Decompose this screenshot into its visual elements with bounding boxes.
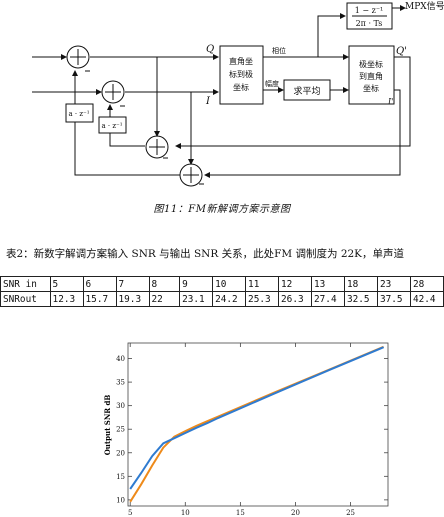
cell-out: 22	[148, 291, 181, 307]
plot-frame	[127, 342, 389, 507]
averaging-text: 求平均	[293, 85, 320, 97]
x-tick-label: 5	[128, 509, 132, 517]
cell-out: 26.3	[278, 291, 313, 307]
cell-in: 28	[409, 276, 444, 292]
filter-denominator: 2π · Ts	[356, 19, 383, 28]
polar-to-rect-line3: 坐标	[363, 83, 379, 93]
label-mpx: MPX信号	[405, 0, 444, 12]
cell-out: 32.5	[344, 291, 378, 307]
cell-in: 9	[179, 276, 214, 292]
table-row-snr-out: SNRout 12.3 15.7 19.3 22 23.1 24.2 25.3 …	[0, 291, 444, 307]
cell-in: 11	[245, 276, 280, 292]
y-tick-label: 35	[116, 379, 125, 387]
table-title: 表2：新数字解调方案输入 SNR 与输出 SNR 关系，此处FM 调制度为 22…	[6, 248, 405, 260]
series-line-0	[129, 346, 384, 490]
rect-to-polar-line3: 坐标	[233, 82, 249, 92]
label-phase: 相位	[272, 46, 286, 55]
y-tick-label: 25	[116, 426, 125, 434]
cell-in: 23	[376, 276, 411, 292]
cell-out: 12.3	[49, 291, 84, 307]
x-tick-label: 20	[291, 509, 300, 517]
row-label-snr-out: SNRout	[0, 291, 51, 307]
x-tick-label: 25	[346, 509, 355, 517]
label-amplitude: 幅度	[265, 79, 279, 88]
summer-q-err	[145, 135, 169, 159]
cell-out: 37.5	[376, 291, 411, 307]
rect-to-polar-line2: 标到极	[229, 69, 253, 79]
cell-out: 24.2	[212, 291, 247, 307]
delay-block-q	[65, 103, 94, 123]
cell-in: 18	[344, 276, 378, 292]
summer-q	[66, 45, 90, 69]
summer-i	[101, 80, 125, 104]
rect-to-polar-block	[219, 45, 264, 105]
label-i: I	[205, 96, 211, 107]
y-tick-label: 30	[116, 402, 125, 410]
label-q-prime: Q'	[396, 46, 407, 57]
cell-in: 6	[82, 276, 117, 292]
rect-to-polar-line1: 直角坐	[229, 56, 253, 66]
label-q: Q	[206, 44, 214, 55]
y-tick-label: 40	[116, 355, 125, 363]
cell-out: 42.4	[409, 291, 444, 307]
delay-q-text: a · z⁻¹	[68, 110, 89, 118]
cell-out: 15.7	[82, 291, 117, 307]
y-tick-label: 20	[116, 449, 125, 457]
cell-out: 25.3	[245, 291, 280, 307]
y-axis-label: Output SNR dB	[103, 395, 112, 456]
averaging-block	[283, 79, 331, 101]
y-tick-label: 10	[116, 496, 125, 504]
x-tick-label: 10	[181, 509, 190, 517]
differentiator-block	[346, 2, 393, 30]
block-diagram: Q I Q' I' 相位 幅度 MPX信号 直角坐 标到极 坐标 求平均 极坐标…	[32, 0, 444, 187]
cell-in: 13	[311, 276, 345, 292]
cell-in: 10	[212, 276, 247, 292]
x-tick-label: 15	[236, 509, 245, 517]
y-tick-label: 15	[116, 473, 125, 481]
cell-in: 7	[115, 276, 150, 292]
cell-out: 23.1	[179, 291, 214, 307]
label-i-prime: I'	[387, 97, 393, 106]
filter-numerator: 1 − z⁻¹	[355, 6, 384, 15]
polar-to-rect-line1: 极坐标	[359, 59, 383, 69]
series-line-1	[129, 345, 384, 503]
summer-i-err	[179, 163, 203, 187]
delay-block-i	[98, 116, 127, 134]
cell-in: 5	[49, 276, 84, 292]
polar-to-rect-block	[348, 45, 395, 105]
polar-to-rect-line2: 到直角	[359, 71, 383, 81]
row-label-snr-in: SNR in	[0, 276, 51, 292]
cell-in: 12	[278, 276, 313, 292]
delay-i-text: a · z⁻¹	[101, 122, 122, 130]
figure-caption: 图11：FM新解调方案示意图	[153, 204, 291, 215]
cell-out: 19.3	[115, 291, 150, 307]
snr-table: SNR in 5 6 7 8 9 10 11 12 13 18 23 28 SN…	[0, 276, 444, 307]
cell-in: 8	[148, 276, 181, 292]
cell-out: 27.4	[311, 291, 345, 307]
table-row-snr-in: SNR in 5 6 7 8 9 10 11 12 13 18 23 28	[0, 276, 444, 292]
